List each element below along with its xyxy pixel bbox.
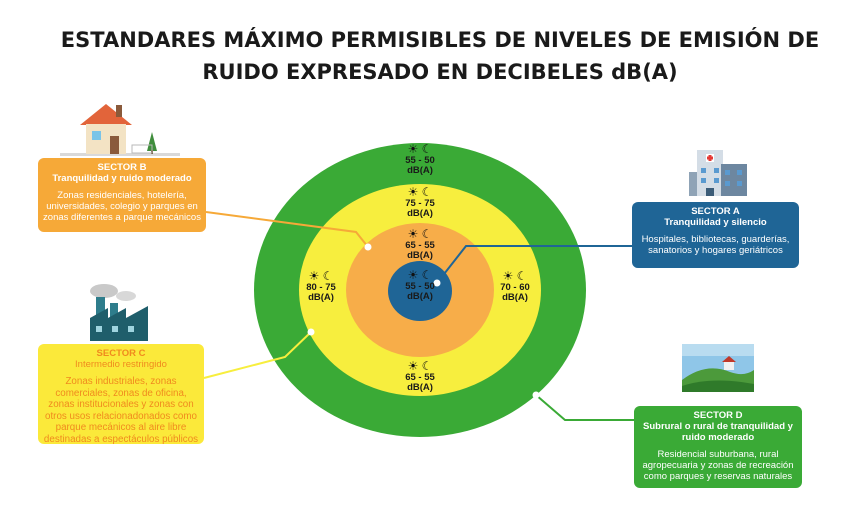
title-line-1: ESTANDARES MÁXIMO PERMISIBLES DE NIVELES… [60,28,820,52]
label-value: 75 - 75 [405,198,435,209]
sector-c-header: SECTOR C Intermedio restringido [38,344,204,370]
connector-dot-d [532,391,540,399]
sector-a-card: SECTOR A Tranquilidad y silencio Hospita… [632,202,799,268]
day-night-icon: ☀ ☾ [407,268,433,282]
day-night-icon: ☀ ☾ [407,185,433,199]
sector-c-subtitle: Intermedio restringido [75,359,167,370]
connector-dot-a [433,279,441,287]
sector-a-name: SECTOR A [691,206,740,217]
label-yellow-top: ☀ ☾ 75 - 75 dB(A) [392,186,448,219]
zone-ring-blue [388,261,452,321]
sector-b-name: SECTOR B [97,162,147,173]
connector-sector-c [203,331,312,379]
sector-d-card: SECTOR D Subrural o rural de tranquilida… [634,406,802,488]
day-night-icon: ☀ ☾ [407,359,433,373]
label-unit: dB(A) [407,165,433,176]
sector-a-subtitle: Tranquilidad y silencio [664,217,767,228]
connector-sector-a [436,245,632,284]
label-right: ☀ ☾ 70 - 60 dB(A) [490,270,540,303]
landscape-icon [682,344,754,392]
house-icon [60,104,180,156]
sector-b-header: SECTOR B Tranquilidad y ruido moderado [38,158,206,184]
label-unit: dB(A) [407,208,433,219]
label-bottom: ☀ ☾ 65 - 55 dB(A) [392,360,448,393]
connector-dot-c [307,328,315,336]
sector-c-name: SECTOR C [96,348,146,359]
label-value: 55 - 50 [405,281,435,292]
label-orange-top: ☀ ☾ 65 - 55 dB(A) [392,228,448,261]
label-center: ☀ ☾ 55 - 50 dB(A) [392,269,448,302]
label-unit: dB(A) [308,292,334,303]
label-outer-top: ☀ ☾ 55 - 50 dB(A) [392,143,448,176]
day-night-icon: ☀ ☾ [308,269,334,283]
day-night-icon: ☀ ☾ [407,227,433,241]
page-title: ESTANDARES MÁXIMO PERMISIBLES DE NIVELES… [40,24,840,88]
label-value: 80 - 75 [306,282,336,293]
sector-a-text: Hospitales, bibliotecas, guarderías, san… [641,234,790,256]
sector-c-card: SECTOR C Intermedio restringido Zonas in… [38,344,204,445]
sector-b-card: SECTOR B Tranquilidad y ruido moderado Z… [38,158,206,232]
connector-dot-b [364,243,372,251]
day-night-icon: ☀ ☾ [407,142,433,156]
title-line-2: RUIDO EXPRESADO EN DECIBELES dB(A) [202,60,678,84]
label-unit: dB(A) [407,382,433,393]
label-unit: dB(A) [407,291,433,302]
sector-d-header: SECTOR D Subrural o rural de tranquilida… [634,406,802,443]
factory-icon [90,284,148,341]
sector-c-text: Zonas industriales, zonas comerciales, z… [43,376,199,445]
label-value: 65 - 55 [405,372,435,383]
connector-sector-d [535,394,634,421]
sector-d-text: Residencial suburbana, rural agropecuari… [642,449,794,482]
label-unit: dB(A) [407,250,433,261]
sector-d-name: SECTOR D [693,410,743,421]
label-unit: dB(A) [502,292,528,303]
sector-b-subtitle: Tranquilidad y ruido moderado [52,173,192,184]
label-value: 55 - 50 [405,155,435,166]
sector-a-header: SECTOR A Tranquilidad y silencio [632,202,799,228]
day-night-icon: ☀ ☾ [502,269,528,283]
connector-sector-b [205,211,369,248]
label-value: 70 - 60 [500,282,530,293]
label-value: 65 - 55 [405,240,435,251]
hospital-icon [689,150,747,196]
label-left: ☀ ☾ 80 - 75 dB(A) [296,270,346,303]
sector-b-text: Zonas residenciales, hotelería, universi… [43,190,201,223]
sector-d-subtitle: Subrural o rural de tranquilidad y ruido… [643,421,793,443]
